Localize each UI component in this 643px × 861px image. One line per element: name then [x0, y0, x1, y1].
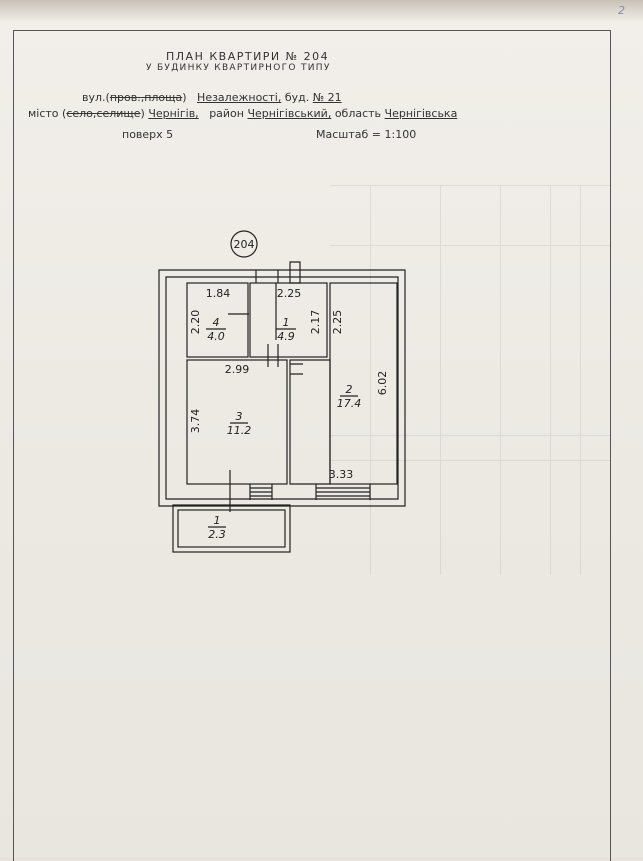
dim-2-25-side: 2.25: [331, 310, 344, 335]
city-label: місто (: [28, 107, 67, 120]
city-crossed: село,селище: [66, 107, 141, 120]
room-1-outline: [249, 282, 328, 358]
page-number: 2: [618, 4, 625, 17]
dim-1-84: 1.84: [206, 287, 231, 300]
street-close: ): [182, 91, 187, 104]
bleed-through-table: [330, 185, 610, 575]
room-3-number: 3: [236, 410, 243, 423]
room-1-number: 1: [283, 316, 290, 329]
apartment-number: 204: [234, 238, 255, 251]
scale-label: Масштаб = 1:100: [316, 128, 417, 141]
room-4-number: 4: [213, 316, 220, 329]
building-number: № 21: [312, 91, 342, 104]
region-label: область: [334, 107, 382, 120]
window-room-2: [315, 484, 371, 500]
room-3-area: 11.2: [227, 424, 252, 437]
dim-2-25-top: 2.25: [277, 287, 302, 300]
street-prefix: вул.(: [82, 91, 110, 104]
room-2-area: 17.4: [337, 397, 362, 410]
floor-label: поверх 5: [122, 128, 174, 141]
city-name: Чернігів,: [148, 107, 199, 120]
district-name: Чернігівський,: [247, 107, 332, 120]
dim-2-17: 2.17: [309, 310, 322, 335]
plan-subtitle: У БУДИНКУ КВАРТИРНОГО ТИПУ: [146, 63, 331, 73]
city-close: ): [140, 107, 145, 120]
page-frame: [13, 30, 611, 861]
dim-6-02: 6.02: [376, 371, 389, 396]
dim-3-74: 3.74: [189, 409, 202, 434]
street-line: вул.(пров.,площа) Незалежності, буд. № 2…: [82, 91, 342, 104]
balcony-number: 1: [214, 514, 221, 527]
dim-3-33: 3.33: [329, 468, 354, 481]
room-2-lower-outline: [289, 359, 331, 485]
door-room-1-lower: [267, 344, 279, 367]
top-niche: [289, 261, 301, 284]
street-name: Незалежності,: [197, 91, 282, 104]
building-label: буд.: [284, 91, 310, 104]
room-1-area: 4.9: [277, 330, 295, 343]
room-4-outline: [186, 282, 249, 358]
district-label: район: [209, 107, 244, 120]
balcony-inner-outline: [177, 509, 286, 548]
balcony-area: 2.3: [208, 528, 226, 541]
outer-wall-outer: [158, 269, 406, 507]
room-4-area: 4.0: [207, 330, 225, 343]
apartment-circle: [230, 230, 258, 258]
room-3-outline: [186, 359, 288, 485]
balcony-outline: [172, 504, 291, 553]
dim-2-99: 2.99: [225, 363, 250, 376]
street-crossed: пров.,площа: [109, 91, 183, 104]
plan-title: ПЛАН КВАРТИРИ № 204: [166, 50, 330, 63]
city-line: місто (село,селище) Чернігів, район Черн…: [28, 107, 457, 120]
outer-wall-inner: [165, 276, 399, 500]
door-room-2: [290, 363, 303, 375]
room-2-number: 2: [346, 383, 353, 396]
page-edge-shadow: [0, 0, 643, 22]
top-opening: [255, 270, 279, 283]
dim-2-20: 2.20: [189, 310, 202, 335]
region-name: Чернігівська: [384, 107, 458, 120]
window-room-3: [249, 484, 273, 500]
